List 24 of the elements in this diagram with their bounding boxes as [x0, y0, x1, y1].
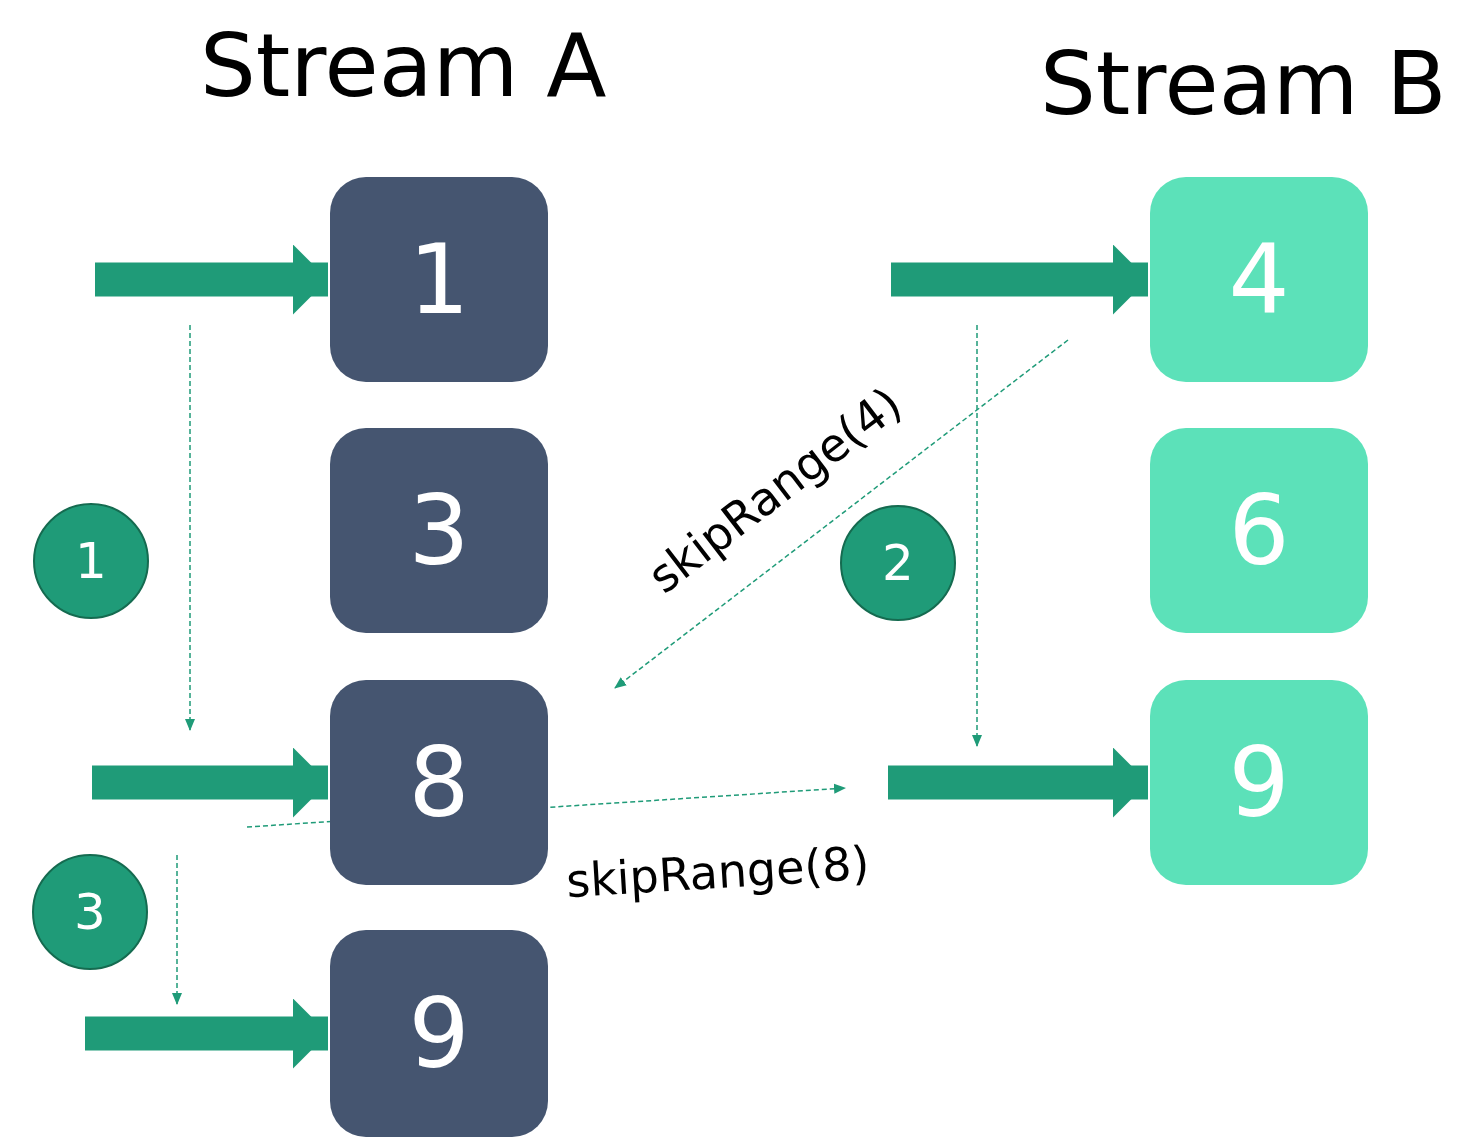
record-number: 8 [408, 734, 470, 831]
record-box [1150, 428, 1368, 633]
block-arrow [92, 747, 328, 818]
record-box [330, 177, 548, 382]
record-number: 9 [1228, 734, 1290, 831]
block-arrow [95, 244, 328, 315]
record-number: 4 [1228, 231, 1290, 328]
operation-label: skipRange(8) [564, 839, 871, 905]
block-arrow [891, 244, 1148, 315]
record-number: 1 [408, 231, 470, 328]
record-box [1150, 680, 1368, 885]
record-box [330, 428, 548, 633]
stream-heading: Stream A [200, 22, 607, 110]
stream-heading: Stream B [1040, 40, 1447, 128]
record-number: 3 [74, 887, 106, 937]
record-number: 6 [1228, 482, 1290, 579]
record-number: 3 [408, 482, 470, 579]
record-number: 9 [408, 985, 470, 1082]
block-arrow [888, 747, 1148, 818]
record-box [330, 930, 548, 1137]
record-box [1150, 177, 1368, 382]
record-box [330, 680, 548, 885]
record-number: 1 [75, 536, 107, 586]
block-arrow [85, 998, 328, 1069]
